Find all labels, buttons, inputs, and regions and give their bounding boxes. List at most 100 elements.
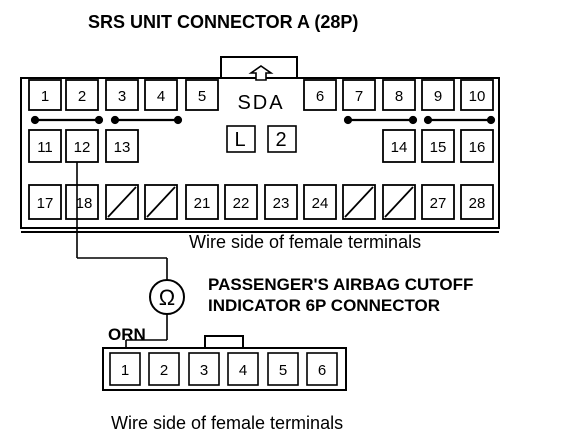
shorting-bar-9-10-end-left: [423, 115, 433, 125]
passenger-connector-title-line2: INDICATOR 6P CONNECTOR: [208, 296, 440, 315]
terminal-cell-17: [28, 184, 62, 220]
terminal-number: 6: [318, 362, 326, 379]
terminal-cell-1: [28, 79, 62, 111]
terminal-number: 16: [469, 139, 486, 156]
terminal-number: 4: [239, 362, 247, 379]
terminal-number: 5: [198, 88, 206, 105]
center-box-left-label: L: [234, 129, 247, 151]
terminal-cell-27: [421, 184, 455, 220]
terminal-cell-8: [382, 79, 416, 111]
terminal-6p-cell-6: [306, 352, 338, 386]
terminal-number: 6: [316, 88, 324, 105]
ohmmeter-icon: [149, 279, 185, 315]
shorting-bar-3-4-end-right: [173, 115, 183, 125]
terminal-6p-cell-4: [227, 352, 259, 386]
terminal-cell-2: [65, 79, 99, 111]
terminal-cell-5: [185, 79, 219, 111]
terminal-number: 21: [194, 195, 211, 212]
terminal-number: 3: [118, 88, 126, 105]
terminal-cell-18: [65, 184, 99, 220]
connector-6p-latch: [204, 335, 244, 349]
terminal-number: 13: [114, 139, 131, 156]
terminal-number: 17: [37, 195, 54, 212]
terminal-cell-22: [224, 184, 258, 220]
connector-a-row2: [28, 129, 494, 163]
terminal-number: 7: [355, 88, 363, 105]
unused-slash-26: [384, 186, 414, 218]
terminal-number: 8: [395, 88, 403, 105]
up-arrow-icon: [248, 65, 274, 81]
terminal-number: 22: [233, 195, 250, 212]
terminal-cell-6: [303, 79, 337, 111]
diagram-title: SRS UNIT CONNECTOR A (28P): [88, 12, 358, 32]
shorting-bar-3-4-end-left: [110, 115, 120, 125]
terminal-number: 1: [41, 88, 49, 105]
terminal-cell-23: [264, 184, 298, 220]
terminal-cell-15: [421, 129, 455, 163]
terminal-number: 2: [78, 88, 86, 105]
terminal-number: 5: [279, 362, 287, 379]
connector-6p-outline: [102, 347, 347, 391]
terminal-number: 18: [76, 195, 93, 212]
connector-a-key: [220, 56, 298, 78]
terminal-number: 1: [121, 362, 129, 379]
wire-color-label: ORN: [108, 325, 146, 344]
row2-numbers: 11 12 13 14 15 16: [37, 139, 485, 156]
terminal-cell-10: [460, 79, 494, 111]
connector-a-center-marking: SDA L 2: [226, 65, 297, 153]
unused-slash-25: [344, 186, 374, 218]
terminal-number: 15: [430, 139, 447, 156]
unused-slash-19: [107, 186, 137, 218]
passenger-connector-numbers: 1 2 3 4 5 6: [121, 362, 326, 379]
terminal-6p-cell-3: [188, 352, 220, 386]
terminal-number: 9: [434, 88, 442, 105]
terminal-cell-3: [105, 79, 139, 111]
terminal-number: 23: [273, 195, 290, 212]
connector-a-row1: [28, 79, 494, 111]
center-box-right: [267, 125, 297, 153]
terminal-6p-cell-5: [267, 352, 299, 386]
terminal-cell-14: [382, 129, 416, 163]
shorting-bar-7-8-end-left: [343, 115, 353, 125]
terminal-number: 24: [312, 195, 329, 212]
row3-numbers: 17 18 21 22 23 24 27 28: [37, 195, 486, 212]
terminal-number: 10: [469, 88, 486, 105]
passenger-connector-title-line1: PASSENGER'S AIRBAG CUTOFF: [208, 275, 473, 294]
center-box-left: [226, 125, 256, 153]
shorting-bar-7-8-end-right: [408, 115, 418, 125]
terminal-cell-21: [185, 184, 219, 220]
terminal-number: 27: [430, 195, 447, 212]
terminal-6p-cell-2: [148, 352, 180, 386]
terminal-cell-4: [144, 79, 178, 111]
terminal-number: 2: [160, 362, 168, 379]
shorting-bars: [30, 115, 496, 125]
terminal-number: 4: [157, 88, 165, 105]
row1-numbers: 1 2 3 4 5 6 7 8 9 10: [41, 88, 486, 105]
shorting-bar-9-10-end-right: [486, 115, 496, 125]
terminal-cell-28: [460, 184, 494, 220]
terminal-number: 14: [391, 139, 408, 156]
terminal-cell-13: [105, 129, 139, 163]
shorting-bar-1-2-end-right: [94, 115, 104, 125]
terminal-cell-7: [342, 79, 376, 111]
ohmmeter: Ω: [149, 279, 185, 315]
ohm-symbol: Ω: [159, 285, 175, 310]
terminal-6p-cell-1: [109, 352, 141, 386]
terminal-number: 3: [200, 362, 208, 379]
passenger-connector-caption: Wire side of female terminals: [111, 413, 343, 433]
sda-label: SDA: [237, 92, 284, 114]
center-box-right-label: 2: [275, 129, 288, 151]
terminal-cell-9: [421, 79, 455, 111]
terminal-number: 28: [469, 195, 486, 212]
passenger-airbag-6p-connector: [102, 335, 347, 391]
test-wiring: [76, 162, 168, 356]
shorting-bar-1-2-end-left: [30, 115, 40, 125]
terminal-number: 11: [37, 139, 53, 156]
terminal-number: 12: [74, 139, 91, 156]
terminal-cell-11: [28, 129, 62, 163]
connector-a-row3: [28, 184, 494, 220]
unused-slash-20: [146, 186, 176, 218]
terminal-cell-16: [460, 129, 494, 163]
terminal-cell-24: [303, 184, 337, 220]
